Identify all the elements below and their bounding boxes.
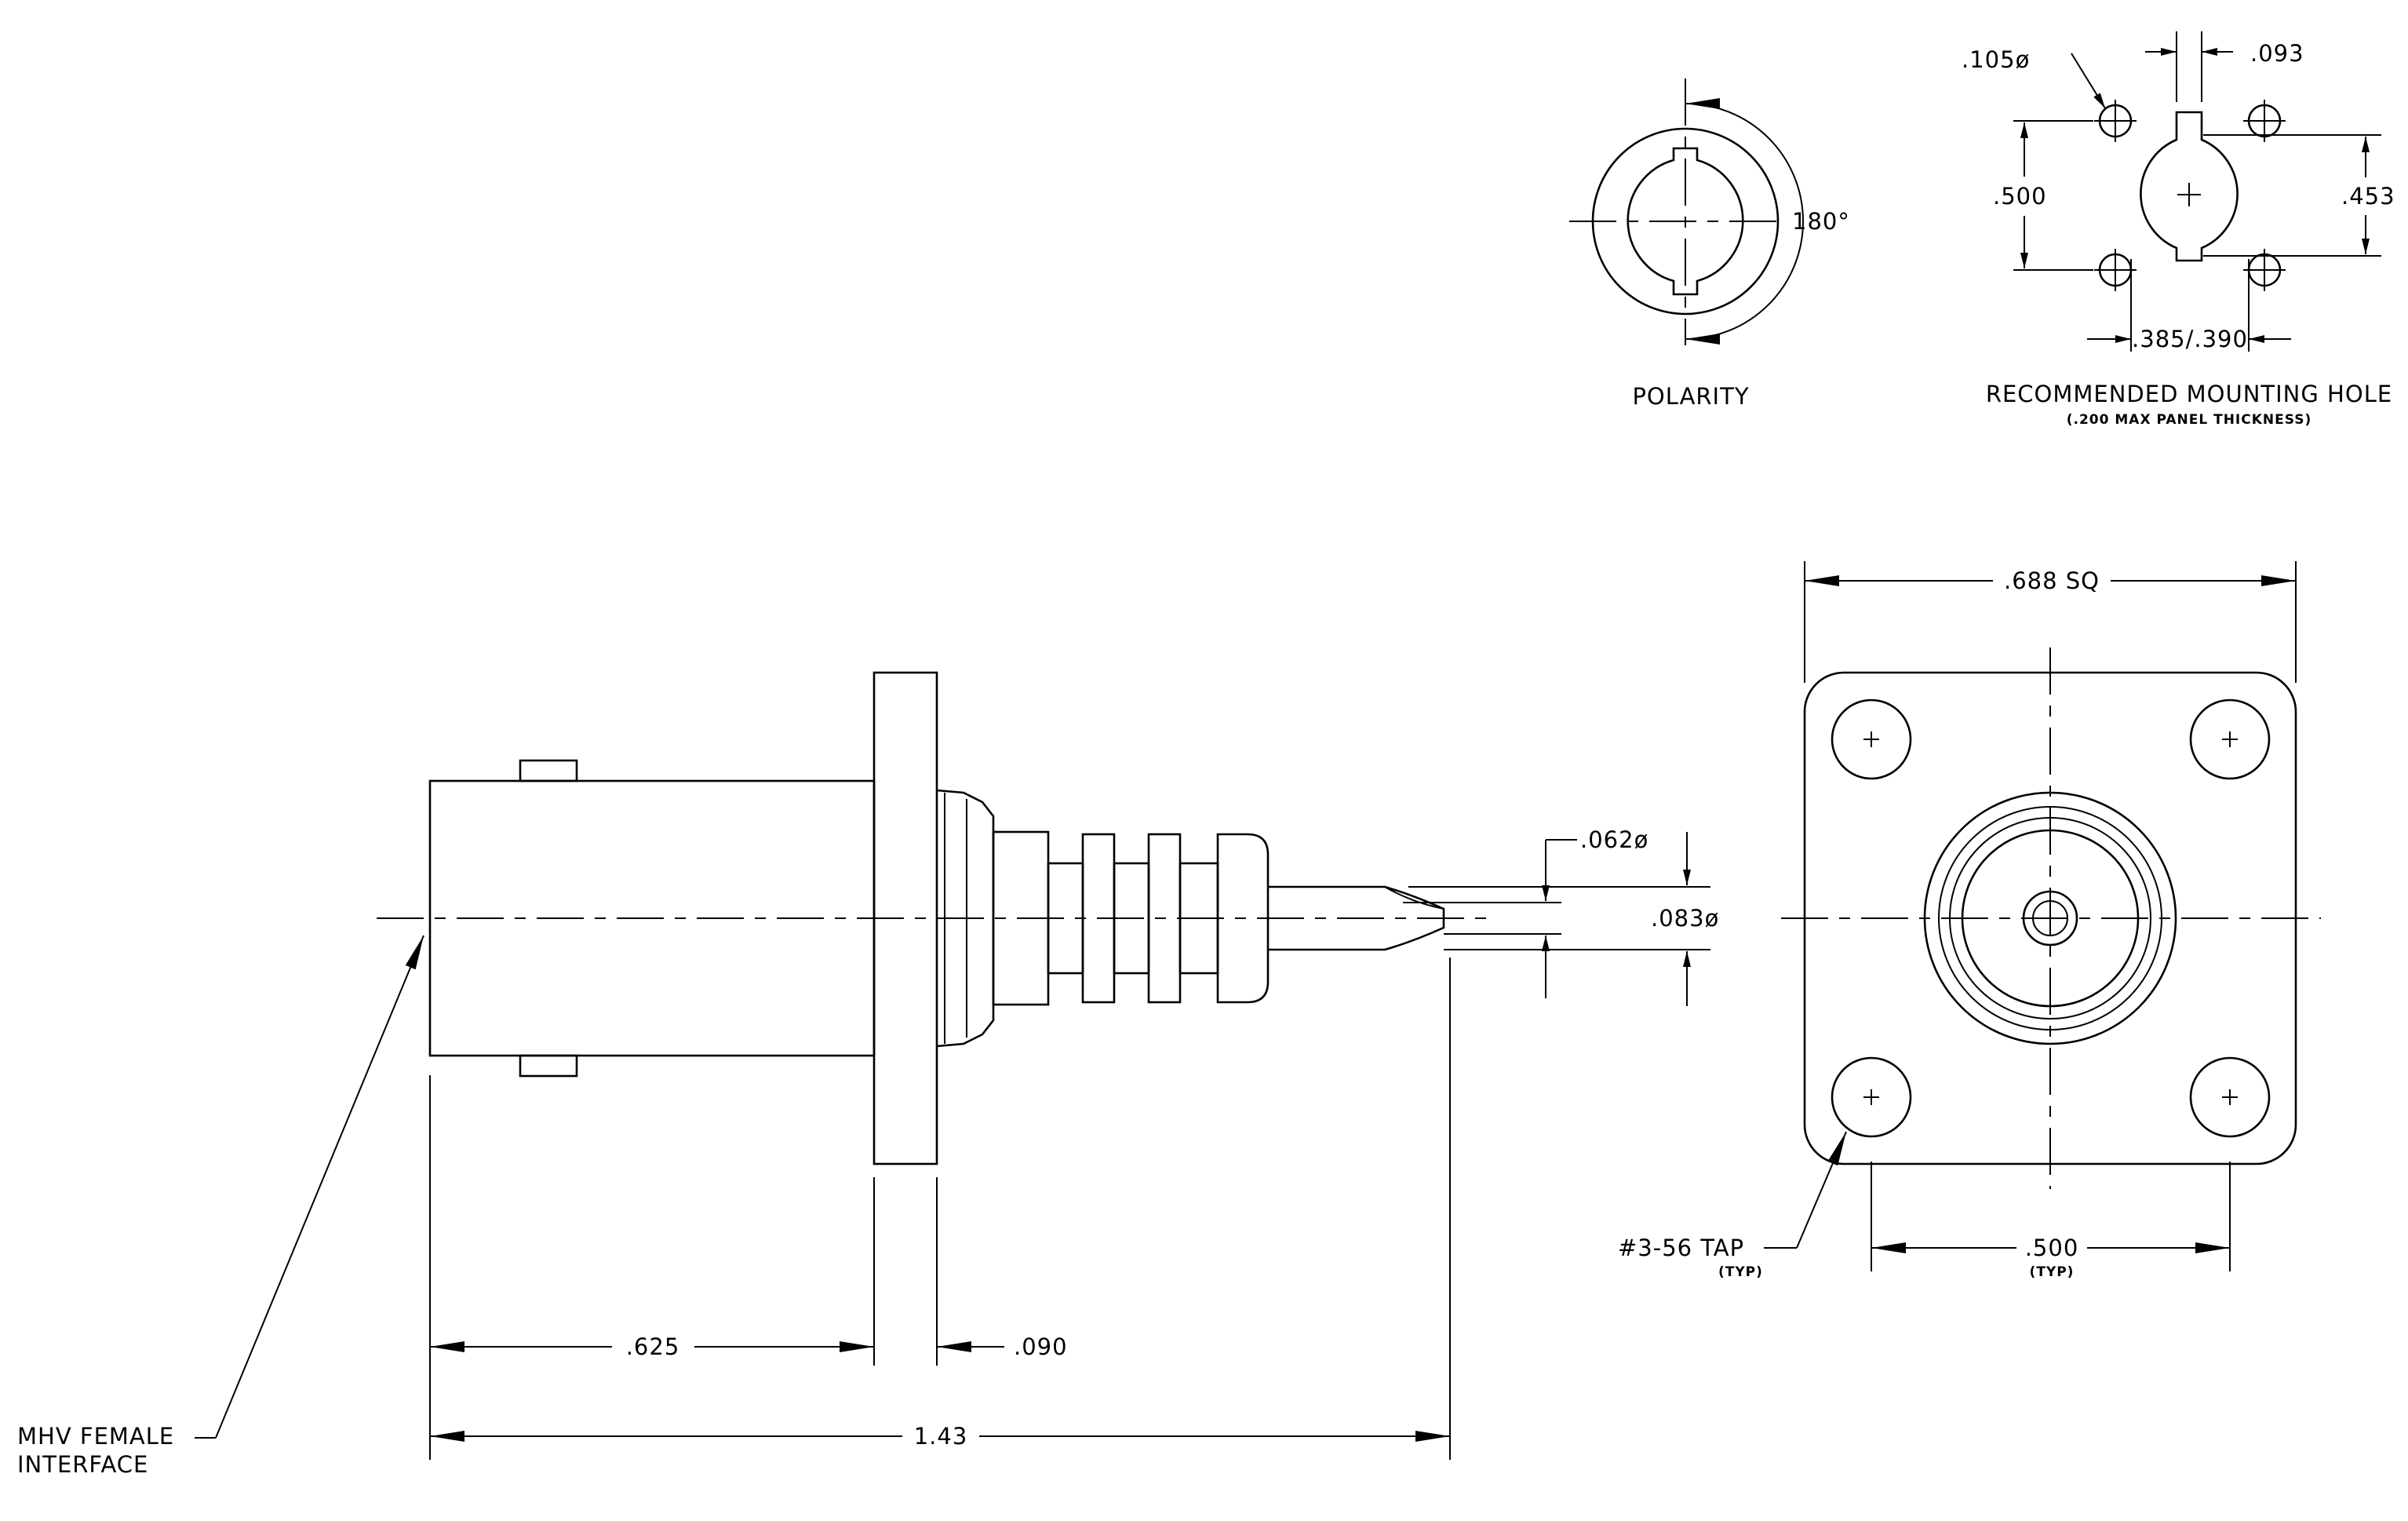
side-view: .062ø .083ø .625 .090 1.43 MHV FEMALE IN…	[17, 671, 1719, 1478]
front-concentric-rings	[1923, 791, 2177, 1045]
mounting-hole-view: .105ø .093 .500 .453 .385/.390 RECOMMEND…	[1962, 31, 2395, 428]
front-flange-size-label: .688 SQ	[2004, 567, 2100, 594]
mounting-hole-subtitle: (.200 MAX PANEL THICKNESS)	[2067, 412, 2312, 428]
side-shaft-dia-label: .083ø	[1651, 905, 1719, 932]
front-dimension-lines	[1764, 561, 2297, 1271]
side-flange	[872, 671, 938, 1165]
side-overall-length-label: 1.43	[914, 1423, 968, 1450]
front-tapped-holes	[1831, 698, 2271, 1138]
front-view: .688 SQ #3-56 TAP (TYP) .500 (TYP)	[1618, 561, 2321, 1280]
side-rear-body	[936, 789, 1270, 1048]
side-body-length-label: .625	[626, 1333, 680, 1360]
front-tap-note: (TYP)	[1718, 1264, 1763, 1280]
polarity-rotation-arc	[1685, 98, 1804, 345]
mhv-interface-label-line1: MHV FEMALE	[17, 1423, 174, 1450]
polarity-title: POLARITY	[1632, 383, 1749, 410]
mounting-keyed-bore	[2140, 111, 2239, 262]
mhv-interface-label-line2: INTERFACE	[17, 1451, 148, 1478]
polarity-angle-label: 180°	[1792, 208, 1850, 235]
mounting-dimension-lines	[2013, 31, 2381, 352]
mounting-bore-width-label: .385/.390	[2132, 326, 2248, 352]
side-flange-thickness-label: .090	[1014, 1333, 1068, 1360]
mounting-height-right-label: .453	[2341, 183, 2395, 210]
front-spacing-note: (TYP)	[2030, 1264, 2075, 1280]
front-spacing-label: .500	[2025, 1235, 2079, 1261]
mounting-hole-dia-label: .105ø	[1962, 46, 2030, 73]
mounting-height-left-label: .500	[1993, 183, 2047, 210]
front-tap-label: #3-56 TAP	[1618, 1235, 1744, 1261]
front-centerlines	[1781, 647, 2321, 1189]
side-dimension-lines	[195, 832, 1691, 1460]
mounting-key-width-label: .093	[2250, 40, 2304, 67]
mounting-hole-title: RECOMMENDED MOUNTING HOLE	[1986, 381, 2392, 407]
polarity-view: 180° POLARITY	[1569, 78, 1850, 410]
polarity-centerlines	[1569, 78, 1787, 345]
side-pin-dia-label: .062ø	[1580, 826, 1648, 853]
side-rear-pin	[1268, 885, 1710, 951]
